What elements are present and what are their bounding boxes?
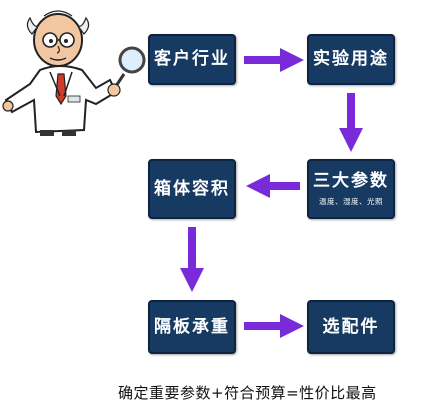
step-chamber-volume: 箱体容积 [148,159,236,219]
step-label: 选配件 [322,316,380,337]
step-label: 隔板承重 [154,316,230,337]
step-sublabel: 温度、湿度、光照 [319,197,383,207]
conclusion-caption: 确定重要参数+符合预算=性价比最高 [118,384,377,402]
step-label: 实验用途 [313,49,389,70]
step-label: 三大参数 [313,170,389,191]
step-optional-parts: 选配件 [307,300,395,354]
step-label: 箱体容积 [154,178,230,199]
step-three-parameters: 三大参数 温度、湿度、光照 [307,159,395,219]
scientist-with-magnifier-icon [2,10,146,136]
step-customer-industry: 客户行业 [148,34,236,85]
step-label: 客户行业 [154,49,230,70]
step-shelf-load: 隔板承重 [148,300,236,354]
step-experiment-usage: 实验用途 [307,34,395,85]
